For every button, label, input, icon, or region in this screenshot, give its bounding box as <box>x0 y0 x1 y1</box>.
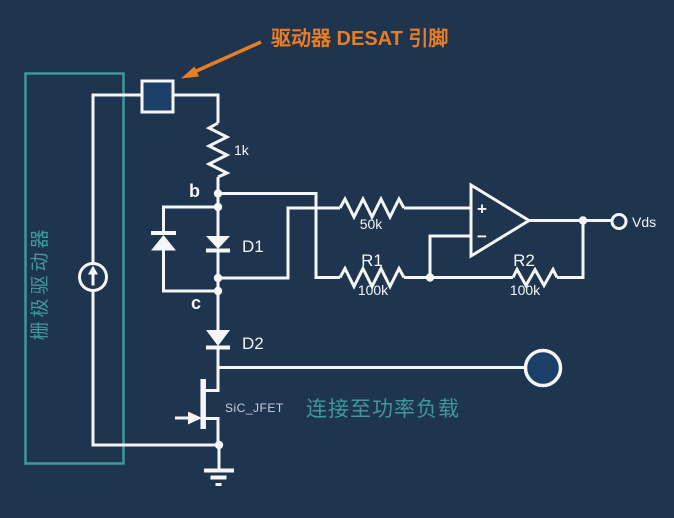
wire-driver-to-desat <box>91 93 142 264</box>
ground-symbol <box>204 468 234 486</box>
vds-label: Vds <box>632 214 656 230</box>
current-source <box>78 262 108 292</box>
node-b-label: b <box>189 181 200 201</box>
junction-node-b <box>213 189 223 198</box>
diode-d2-label: D2 <box>242 334 264 353</box>
wire-node-to-minus <box>428 234 471 278</box>
wires <box>91 93 612 469</box>
gate-driver-label: 栅极驱动器 <box>29 225 51 340</box>
vds-output-terminal <box>610 213 628 230</box>
diode-antiparallel <box>151 231 176 251</box>
diode-d1-triangle <box>206 236 230 249</box>
resistor-1k <box>205 121 231 179</box>
resistor-r2 <box>511 266 559 289</box>
wire-desat-to-1k <box>173 93 220 123</box>
power-load-label: 连接至功率负载 <box>306 398 460 421</box>
diode-d1-label: D1 <box>242 237 264 256</box>
wire-b-to-r1 <box>218 192 340 279</box>
opamp-minus-sign: − <box>477 227 487 246</box>
jfet-label: SiC_JFET <box>225 401 284 415</box>
desat-pin-pad <box>140 79 175 114</box>
wire-d2-to-drain <box>203 347 220 392</box>
current-source-arrowhead <box>88 265 98 275</box>
resistor-50k-label: 50k <box>360 216 384 232</box>
junction-b-branch <box>213 202 223 212</box>
wire-c-to-50k <box>218 206 340 280</box>
gate-driver-box <box>24 72 125 465</box>
resistor-r1 <box>338 265 406 290</box>
junction-output <box>578 216 588 225</box>
opamp-plus-sign: + <box>477 200 487 219</box>
diode-antiparallel-triangle <box>151 235 176 251</box>
opamp-triangle <box>469 182 532 259</box>
junction-minus-input <box>425 273 435 282</box>
callout-arrowhead <box>181 66 199 79</box>
resistor-r2-name: R2 <box>513 251 535 270</box>
resistor-50k <box>338 195 406 221</box>
junction-dots <box>213 189 588 450</box>
diode-d2 <box>206 330 230 350</box>
wire-source <box>203 417 220 445</box>
node-c-label: c <box>191 293 201 313</box>
wire-antiparallel-top <box>162 205 218 233</box>
opamp: + − <box>469 182 532 259</box>
wire-driver-return <box>91 290 219 447</box>
junction-c-upper <box>213 273 223 283</box>
sic-jfet <box>188 379 206 429</box>
resistor-r1-value: 100k <box>358 282 389 298</box>
diode-d2-triangle <box>206 330 230 346</box>
resistor-r1-name: R1 <box>361 251 383 270</box>
wire-antiparallel-bottom <box>162 250 218 293</box>
wire-r2-to-output <box>557 220 585 279</box>
junction-node-c <box>213 286 223 296</box>
desat-pin-label: 驱动器 DESAT 引脚 <box>271 27 448 50</box>
desat-callout-arrow <box>181 40 262 79</box>
junction-source <box>214 440 224 450</box>
resistor-r2-value: 100k <box>510 282 541 298</box>
power-load-terminal <box>523 348 563 388</box>
resistor-1k-label: 1k <box>234 142 250 158</box>
diode-d1 <box>206 236 230 253</box>
callout-arrow-shaft <box>192 40 262 75</box>
jfet-gate-arrowhead <box>188 411 202 425</box>
